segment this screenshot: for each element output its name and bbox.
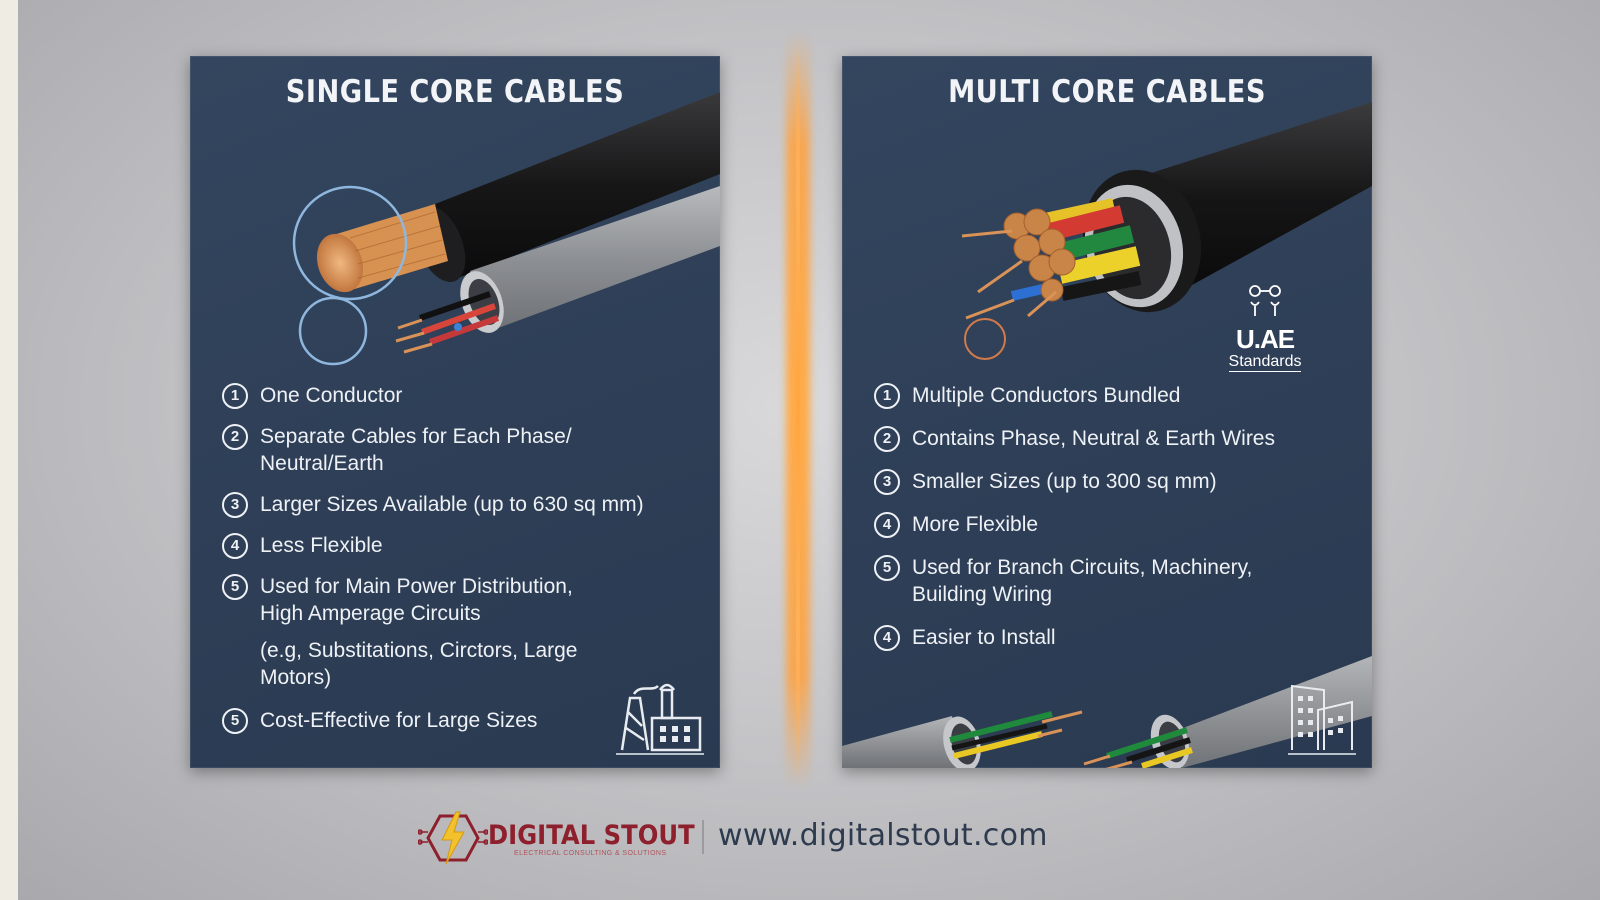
feature-item: 5 Used for Branch Circuits, Machinery, B… [874,554,1264,608]
examples-note: (e.g, Substitations, Circtors, Large Mot… [260,639,578,689]
feature-text: Less Flexible [260,534,383,557]
footer-separator [702,820,704,854]
multi-core-feature-list: 1 Multiple Conductors Bundled 2 Contains… [874,382,1352,651]
single-core-panel: SINGLE CORE CABLES 1 One Conductor 2 Sep… [190,56,720,768]
number-badge: 4 [874,512,900,538]
feature-text: Contains Phase, Neutral & Earth Wires [912,427,1275,450]
number-badge: 4 [222,533,248,559]
standards-label: Standards [1228,353,1302,372]
feature-text: Smaller Sizes (up to 300 sq mm) [912,470,1217,493]
multi-core-panel: MULTI CORE CABLES U.AE Standards 1 Multi… [842,56,1372,768]
number-badge: 4 [874,625,900,651]
feature-text: More Flexible [912,513,1039,536]
number-badge: 3 [222,492,248,518]
feature-item: 2 Separate Cables for Each Phase/ Neutra… [222,423,602,477]
feature-text: Separate Cables for Each Phase/ Neutral/… [260,425,572,475]
single-core-feature-list: 1 One Conductor 2 Separate Cables for Ea… [222,382,700,734]
building-icon [1288,684,1356,755]
feature-item: 5 Cost-Effective for Large Sizes [222,707,700,734]
number-badge: 2 [222,424,248,450]
feature-text: Multiple Conductors Bundled [912,384,1181,407]
feature-text: Cost-Effective for Large Sizes [260,709,538,732]
number-badge: 1 [874,383,900,409]
brand-name: DIGITAL STOUT [488,820,695,851]
number-badge: 5 [222,708,248,734]
feature-item: 4 Less Flexible [222,532,700,559]
single-core-cable-illustration [292,92,720,366]
feature-item: 2 Contains Phase, Neutral & Earth Wires [874,425,1352,452]
number-badge: 1 [222,383,248,409]
feature-text: Used for Branch Circuits, Machinery, Bui… [912,556,1253,606]
center-divider [796,40,800,780]
feature-item: 1 Multiple Conductors Bundled [874,382,1352,409]
number-badge: 5 [874,555,900,581]
factory-icon [616,683,704,755]
number-badge: 2 [874,426,900,452]
number-badge: 5 [222,574,248,600]
feature-item: 3 Larger Sizes Available (up to 630 sq m… [222,491,700,518]
uae-label: U.AE [1235,324,1295,354]
feature-text: Easier to Install [912,626,1056,649]
conduit-wires-illustration [842,656,1372,768]
feature-text: One Conductor [260,384,403,407]
uae-standards-badge: U.AE Standards [1220,284,1310,372]
feature-item: 4 Easier to Install [874,624,1352,651]
feature-item: 5 Used for Main Power Distribution, High… [222,573,602,627]
brand-tagline: ELECTRICAL CONSULTING & SOLUTIONS [514,850,667,857]
footer: DIGITAL STOUT ELECTRICAL CONSULTING & SO… [18,810,1600,866]
number-badge: 3 [874,469,900,495]
feature-text: Used for Main Power Distribution, High A… [260,575,573,625]
feature-item: 3 Smaller Sizes (up to 300 sq mm) [874,468,1352,495]
panel-title: SINGLE CORE CABLES [285,74,625,110]
panel-title: MULTI CORE CABLES [948,74,1266,110]
feature-item: 1 One Conductor [222,382,700,409]
multi-core-cable-illustration [961,102,1372,360]
infographic-canvas: SINGLE CORE CABLES 1 One Conductor 2 Sep… [18,0,1600,900]
feature-item: 4 More Flexible [874,511,1352,538]
lightning-bolt-logo-icon [418,811,488,865]
feature-text: Larger Sizes Available (up to 630 sq mm) [260,493,644,516]
website-link[interactable]: www.digitalstout.com [718,818,1048,853]
uae-standards-icon [1249,285,1281,316]
